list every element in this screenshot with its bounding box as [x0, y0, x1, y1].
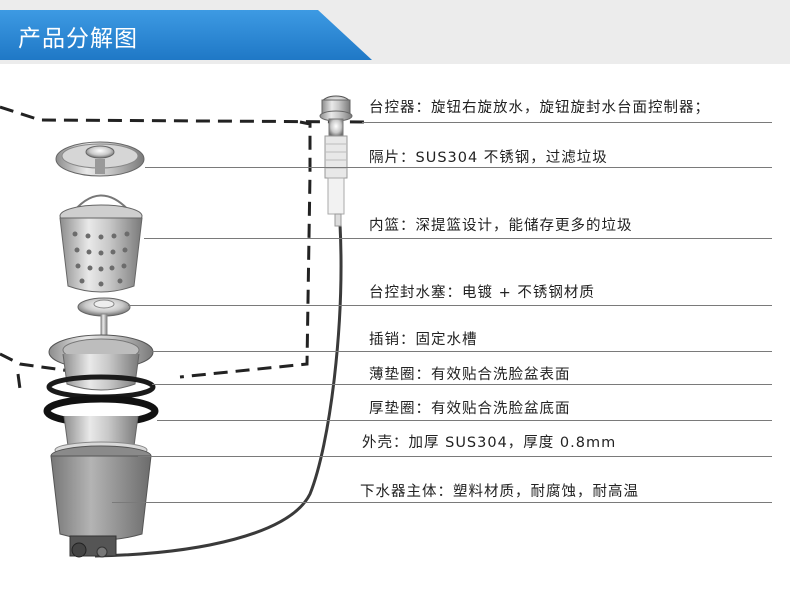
header-banner: 产品分解图 [0, 0, 790, 64]
callout-text: 薄垫圈：有效贴合洗脸盆表面 [369, 367, 571, 383]
callout-text: 下水器主体：塑料材质，耐腐蚀，耐高温 [360, 484, 639, 500]
control-cable [94, 223, 343, 558]
callout-text: 外壳：加厚 SUS304，厚度 0.8mm [362, 435, 617, 451]
leader-thick-gasket [157, 420, 772, 421]
strainer-cap-part [55, 141, 145, 177]
callout-text: 台控封水塞：电镀 + 不锈钢材质 [369, 285, 595, 301]
leader-strainer-cap [145, 167, 772, 168]
diagram-illustration [0, 95, 371, 558]
callout-text: 插销：固定水槽 [369, 332, 478, 348]
leader-shell [138, 456, 772, 457]
callout-text: 隔片：SUS304 不锈钢，过滤垃圾 [369, 150, 608, 166]
callout-text: 内篮：深提篮设计，能储存更多的垃圾 [369, 218, 633, 234]
title-banner [0, 10, 372, 60]
drain-body-part [50, 445, 152, 558]
controller-part [319, 95, 353, 227]
callout-text: 厚垫圈：有效贴合洗脸盆底面 [369, 401, 571, 417]
page-title: 产品分解图 [18, 26, 138, 52]
callout-text: 台控器：旋钮右旋放水，旋钮旋封水台面控制器； [369, 100, 710, 116]
leader-pin [150, 351, 772, 352]
plug-part [77, 297, 131, 337]
leader-inner-basket [144, 238, 772, 239]
sink-outline [0, 105, 371, 390]
leader-thin-gasket [152, 384, 772, 385]
exploded-diagram: 台控器：旋钮右旋放水，旋钮旋封水台面控制器； 隔片：SUS304 不锈钢，过滤垃… [0, 64, 790, 603]
leader-drain-body [112, 502, 772, 503]
flange-part [48, 334, 154, 391]
inner-basket-part [59, 194, 143, 293]
leader-plug [128, 305, 772, 306]
leader-controller [362, 122, 772, 123]
